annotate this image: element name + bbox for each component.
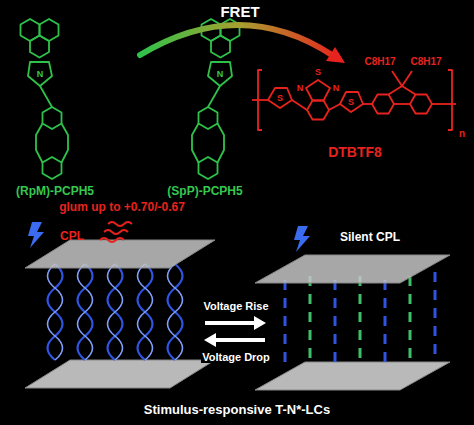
substituent-label: C8H17: [363, 56, 396, 68]
state-label: CPL: [60, 230, 84, 244]
compound-name: (RpM)-PCPH5: [16, 185, 94, 199]
atom-label: N: [332, 83, 341, 93]
pcph5-molecule: [192, 19, 240, 179]
fret-arrow: [140, 25, 332, 55]
atom-label: S: [348, 97, 354, 107]
compound-name: (SpP)-PCPH5: [167, 185, 242, 199]
caption: Stimulus-responsive T-N*-LCs: [144, 403, 330, 418]
pcph5-molecule: [21, 19, 69, 179]
state-label: Silent CPL: [340, 231, 400, 245]
atom-label: N: [296, 83, 305, 93]
polymer-structure: [252, 70, 456, 130]
atom-label: N: [37, 69, 44, 79]
switch-arrows: [204, 316, 266, 347]
arrow-label: FRET: [220, 3, 259, 20]
polymer-name: DTBTF8: [328, 144, 382, 160]
atom-label: S: [277, 93, 283, 103]
arrow-head: [326, 47, 345, 63]
arrow-label: Voltage Drop: [201, 351, 271, 364]
arrow-label: Voltage Rise: [202, 300, 269, 313]
atom-label: N: [217, 69, 224, 79]
substituent-label: C8H17: [409, 56, 442, 68]
atom-label: S: [314, 67, 322, 77]
value-label: glum up to +0.70/-0.67: [59, 201, 185, 215]
lc-cell-on: [25, 222, 215, 388]
repeat-label: n: [459, 128, 465, 140]
lc-cell-off: [255, 226, 450, 390]
